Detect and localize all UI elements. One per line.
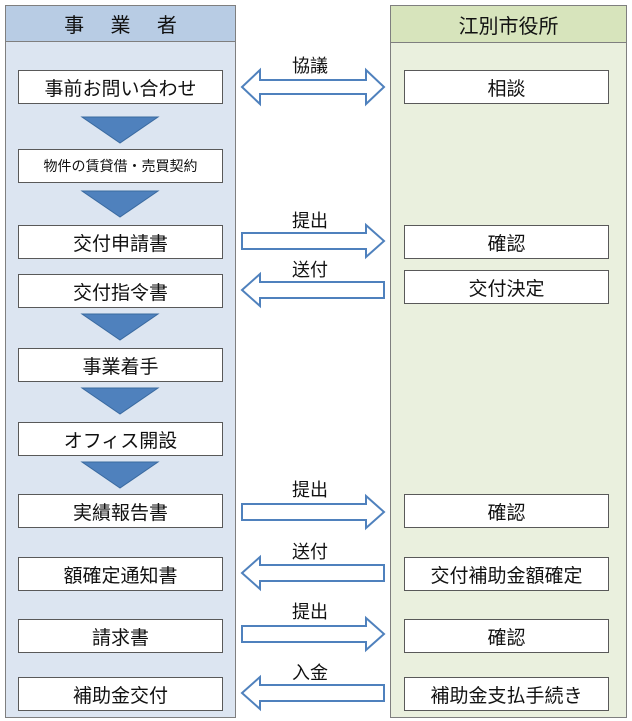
step-amount-notice: 額確定通知書: [18, 557, 223, 591]
step-grant-application: 交付申請書: [18, 225, 223, 259]
city-grant-decision: 交付決定: [404, 270, 609, 304]
flow-arrow-down-icon: [80, 387, 160, 415]
applicant-header: 事 業 者: [6, 6, 235, 42]
arrow-right-icon: [241, 615, 386, 653]
flow-arrow-down-icon: [80, 461, 160, 489]
label-submit-invoice: 提出: [292, 602, 328, 623]
step-performance-report: 実績報告書: [18, 494, 223, 528]
label-submit-report: 提出: [292, 480, 328, 501]
step-subsidy-payment: 補助金交付: [18, 677, 223, 711]
city-office-panel: 江別市役所: [390, 5, 627, 718]
step-prior-inquiry: 事前お問い合わせ: [18, 70, 223, 104]
city-payment-procedure: 補助金支払手続き: [404, 677, 609, 711]
city-confirm-report: 確認: [404, 494, 609, 528]
step-grant-directive: 交付指令書: [18, 274, 223, 308]
flow-arrow-down-icon: [80, 313, 160, 341]
label-consult: 協議: [292, 56, 328, 77]
city-confirm-invoice: 確認: [404, 619, 609, 653]
arrow-left-icon: [240, 674, 385, 712]
arrow-left-icon: [240, 271, 385, 309]
city-amount-determination: 交付補助金額確定: [404, 557, 609, 591]
arrow-left-icon: [240, 554, 385, 592]
label-payment: 入金: [292, 663, 328, 684]
label-send-directive: 送付: [292, 260, 328, 281]
city-consultation: 相談: [404, 70, 609, 104]
step-project-start: 事業着手: [18, 348, 223, 382]
step-office-opening: オフィス開設: [18, 422, 223, 456]
city-office-header: 江別市役所: [391, 6, 626, 43]
arrow-right-icon: [241, 493, 386, 531]
city-confirm-application: 確認: [404, 225, 609, 259]
step-invoice: 請求書: [18, 619, 223, 653]
step-property-contract: 物件の賃貸借・売買契約: [18, 149, 223, 183]
label-submit-application: 提出: [292, 211, 328, 232]
flow-arrow-down-icon: [80, 190, 160, 218]
label-send-notice: 送付: [292, 542, 328, 563]
flow-arrow-down-icon: [80, 116, 160, 144]
arrow-right-icon: [241, 222, 386, 260]
double-arrow-icon: [240, 67, 386, 107]
